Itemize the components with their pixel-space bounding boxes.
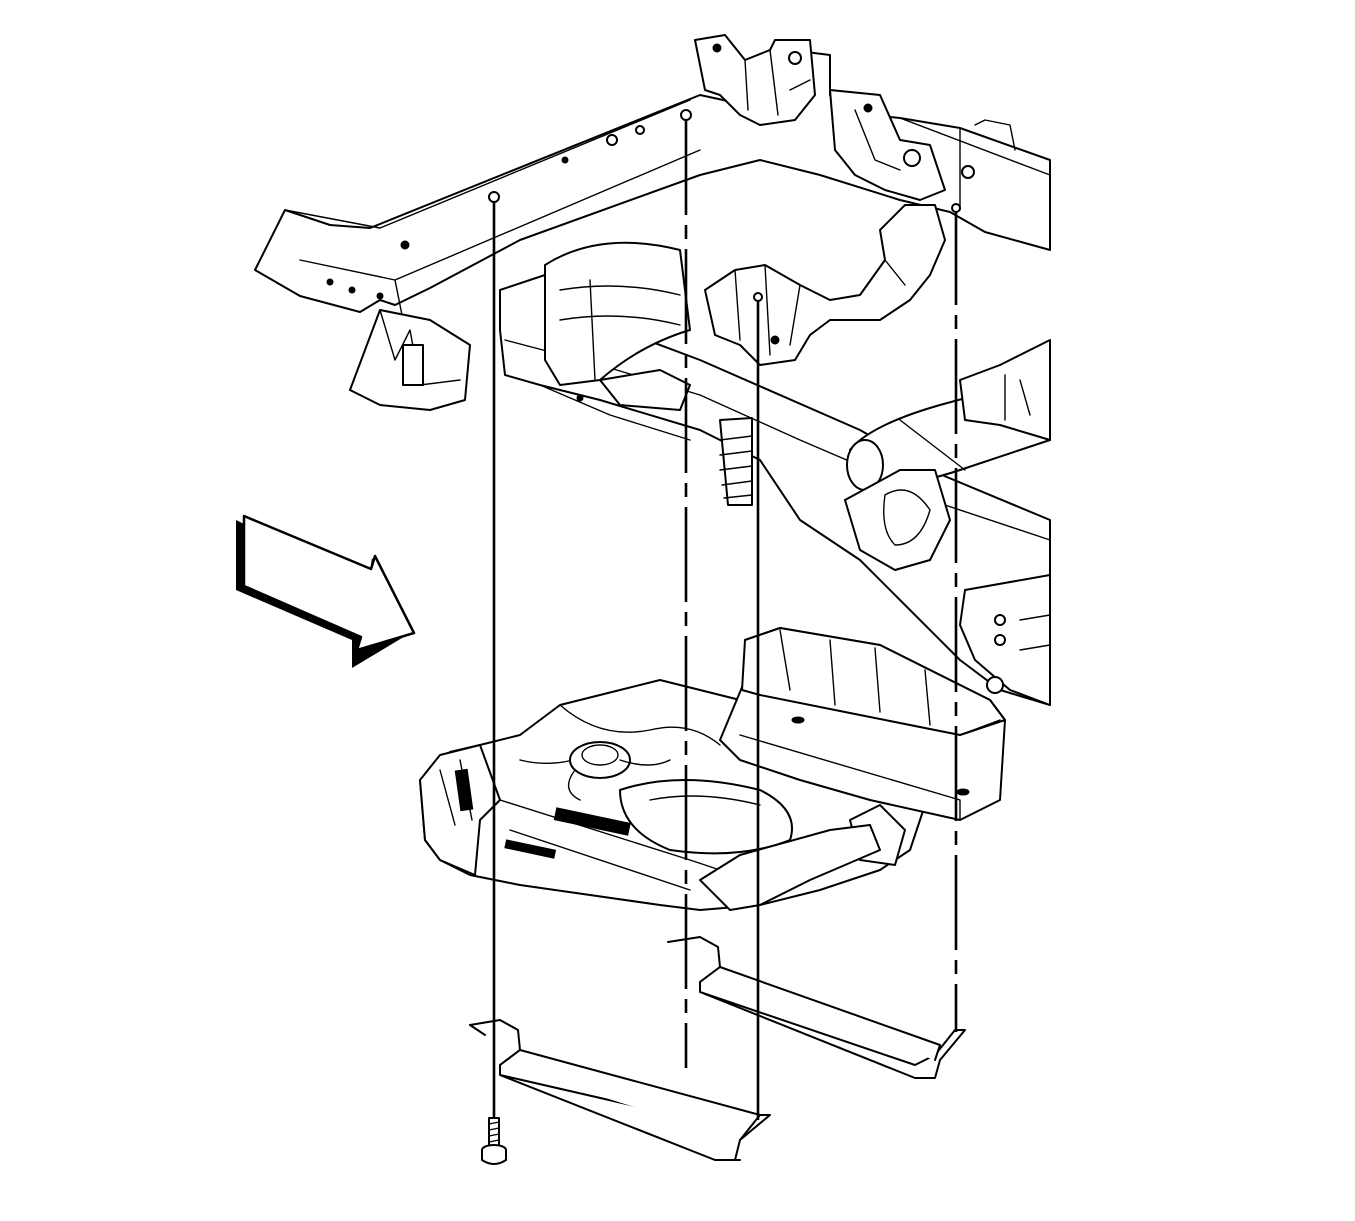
- fuel-tank: [419, 627, 1006, 911]
- strap-bolt: [481, 1117, 507, 1165]
- assembly-guide-lines: [488, 109, 961, 1120]
- direction-arrow-icon: [236, 514, 416, 668]
- fuel-tank-strap-rear: [667, 936, 966, 1079]
- vehicle-frame: [254, 34, 1051, 706]
- fuel-tank-strap-front: [469, 1019, 771, 1161]
